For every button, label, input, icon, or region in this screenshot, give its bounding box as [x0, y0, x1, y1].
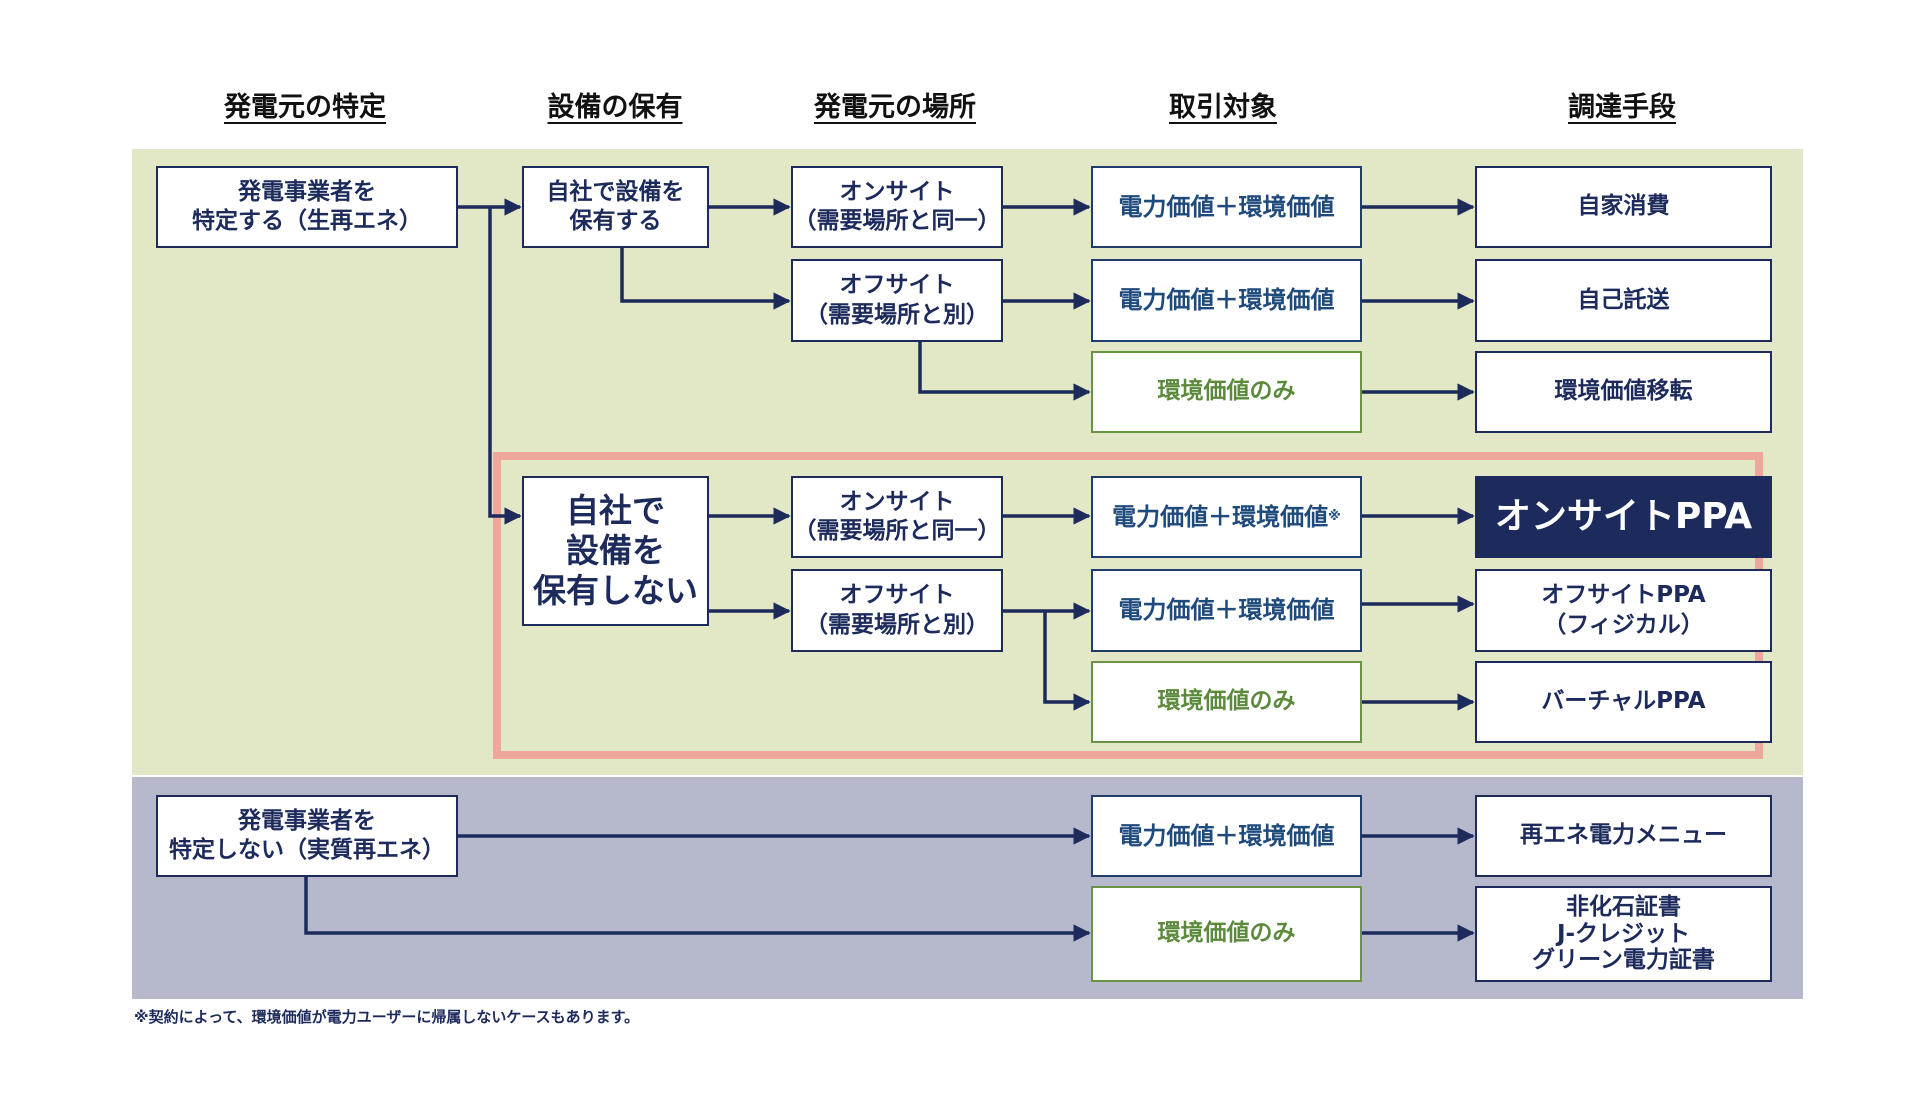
node-power-env-value-1: 電力価値＋環境価値 [1091, 166, 1362, 248]
node-env-value-only-3: 環境価値のみ [1091, 886, 1362, 982]
node-env-value-only-1: 環境価値のみ [1091, 351, 1362, 433]
node-power-env-value-5: 電力価値＋環境価値 [1091, 795, 1362, 877]
node-specify-generator: 発電事業者を 特定する（生再エネ） [156, 166, 458, 248]
edge-offsite2-to-env [1043, 611, 1091, 711]
node-offsite-owned: オフサイト （需要場所と別） [791, 259, 1003, 342]
edge-own-to-offsite [620, 248, 791, 310]
node-virtual-ppa: バーチャルPPA [1475, 661, 1772, 743]
footnote: ※契約によって、環境価値が電力ユーザーに帰属しないケースもあります。 [134, 1008, 640, 1026]
node-power-env-value-3: 電力価値＋環境価値※ [1091, 476, 1362, 558]
edge-offsite1-to-env [918, 342, 1091, 401]
column-header-generator-identification: 発電元の特定 [224, 92, 386, 123]
node-not-own-equipment: 自社で 設備を 保有しない [522, 476, 709, 626]
node-onsite-ppa: オンサイトPPA [1475, 476, 1772, 558]
node-env-value-transfer: 環境価値移転 [1475, 351, 1772, 433]
node-power-env-value-2: 電力価値＋環境価値 [1091, 259, 1362, 342]
edge-notspecify-to-env [304, 877, 1091, 942]
column-header-procurement-method: 調達手段 [1568, 92, 1676, 123]
footnote-mark: ※ [1328, 508, 1341, 524]
node-offsite-ppa-physical: オフサイトPPA （フィジカル） [1475, 569, 1772, 652]
node-certificates: 非化石証書 J-クレジット グリーン電力証書 [1475, 886, 1772, 982]
node-onsite-not-owned: オンサイト （需要場所と同一） [791, 476, 1003, 558]
node-self-consumption: 自家消費 [1475, 166, 1772, 248]
node-offsite-not-owned: オフサイト （需要場所と別） [791, 569, 1003, 652]
node-env-value-only-2: 環境価値のみ [1091, 661, 1362, 743]
node-re-power-menu: 再エネ電力メニュー [1475, 795, 1772, 877]
node-own-equipment: 自社で設備を 保有する [522, 166, 709, 248]
column-header-transaction-target: 取引対象 [1169, 92, 1277, 123]
edge-specify-to-not-own [488, 207, 522, 525]
column-header-generator-location: 発電元の場所 [814, 92, 976, 123]
node-power-env-value-4: 電力価値＋環境価値 [1091, 569, 1362, 652]
node-self-wheeling: 自己託送 [1475, 259, 1772, 342]
node-onsite-owned: オンサイト （需要場所と同一） [791, 166, 1003, 248]
column-header-equipment-ownership: 設備の保有 [547, 92, 683, 123]
node-not-specify-generator: 発電事業者を 特定しない（実質再エネ） [156, 795, 458, 877]
